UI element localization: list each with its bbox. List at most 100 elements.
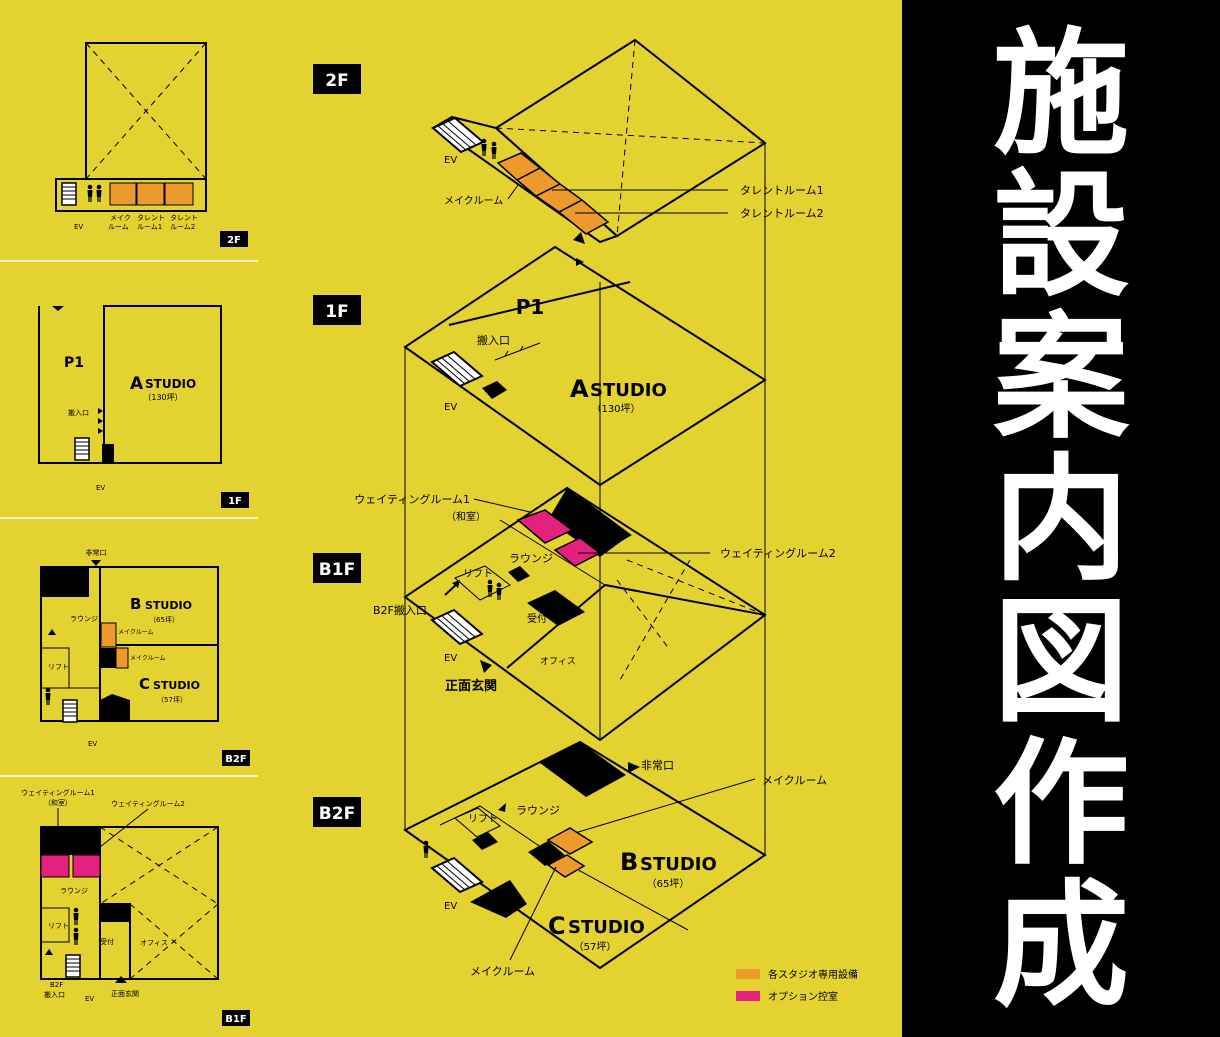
vertical-guides xyxy=(404,143,766,855)
make-room-bottom-label: メイクルーム xyxy=(470,965,535,978)
emergency-arrow-icon xyxy=(91,560,101,566)
loading-arrows xyxy=(98,408,103,434)
waiting-room-1 xyxy=(516,509,574,544)
iso-floor-tags: 2F 1F B1F B2F xyxy=(313,64,361,827)
studio-a-word: STUDIO xyxy=(145,377,196,391)
studio-c-letter: C xyxy=(548,912,566,940)
lounge-label: ラウンジ xyxy=(516,804,560,817)
plan-b1f: ウェイティングルーム1 （和室） ウェイティングルーム2 ラウンジ リフト 受付… xyxy=(21,788,250,1026)
ev-label: EV xyxy=(85,995,94,1003)
talent2-label-2: ルーム2 xyxy=(170,223,195,231)
ev-label: EV xyxy=(444,901,457,912)
stairs-icon xyxy=(431,609,483,645)
iso-b1f: ウェイティングルーム1 （和室） ラウンジ ウェイティングルーム2 リフト B2… xyxy=(354,486,836,742)
lounge-label: ラウンジ xyxy=(60,887,88,895)
loading-label: 搬入口 xyxy=(477,333,510,347)
iso-tag-b2f: B2F xyxy=(319,804,355,824)
legend-option-label: オプション控室 xyxy=(768,990,838,1003)
studio-c-letter: C xyxy=(139,675,150,693)
emergency-arrow-icon xyxy=(628,762,640,773)
page-title: 施 設 案 内 図 作 成 xyxy=(902,24,1220,1018)
reception-label: 受付 xyxy=(100,937,114,946)
talent1-label-2: ルーム1 xyxy=(137,223,162,231)
stairs-icon xyxy=(62,699,78,723)
ev-label: EV xyxy=(88,740,97,748)
studio-c-size: （57坪） xyxy=(157,696,187,704)
lift-label: リフト xyxy=(468,814,498,825)
stairs-icon xyxy=(431,351,483,387)
waiting2-label: ウェイティングルーム2 xyxy=(111,799,185,808)
studio-b-word: STUDIO xyxy=(145,599,192,612)
studio-c-word: STUDIO xyxy=(153,679,200,692)
stairs-icon xyxy=(61,182,77,206)
front-entrance-label: 正面玄関 xyxy=(111,989,139,998)
title-char: 施 xyxy=(993,16,1129,174)
studio-c-word: STUDIO xyxy=(568,917,645,938)
make-room-top-label: メイクルーム xyxy=(762,774,827,787)
iso-tag-b1f: B1F xyxy=(319,560,355,580)
lounge-label: ラウンジ xyxy=(70,615,98,623)
lift-label: リフト xyxy=(48,663,69,671)
talent-room-2 xyxy=(164,182,194,206)
legend: 各スタジオ専用設備 オプション控室 xyxy=(736,968,858,1003)
loading-arrow-icon xyxy=(45,949,53,955)
studio-b-size: （65坪） xyxy=(149,616,179,624)
talent-room-1 xyxy=(136,182,165,206)
title-char: 成 xyxy=(993,868,1129,1026)
ev-label: EV xyxy=(444,155,457,166)
make-label: メイク xyxy=(110,214,131,222)
plan-1f-tag: 1F xyxy=(228,496,242,507)
studio-a-word: STUDIO xyxy=(590,380,667,401)
title-char: 図 xyxy=(993,584,1129,742)
waiting-room-2 xyxy=(72,854,101,878)
iso-tag-1f: 1F xyxy=(325,302,348,322)
reception-label: 受付 xyxy=(527,612,547,625)
talent2-label: タレント xyxy=(170,213,198,222)
iso-tag-2f: 2F xyxy=(325,71,348,91)
loading-label-b: 搬入口 xyxy=(44,990,65,999)
iso-2f: EV メイクルーム タレントルーム1 タレントルーム2 xyxy=(431,38,824,266)
make-label-2: メイクルーム xyxy=(130,655,166,662)
loading-label: 搬入口 xyxy=(68,408,89,417)
title-char: 案 xyxy=(993,300,1129,458)
emergency-label: 非常口 xyxy=(86,548,107,557)
loading-label: B2F搬入口 xyxy=(373,603,427,617)
studio-b-word: STUDIO xyxy=(640,854,717,875)
plan-dividers xyxy=(0,260,258,777)
plan-1f: P1 A STUDIO （130坪） 搬入口 EV 1F xyxy=(38,305,249,508)
studio-c-size: （57坪） xyxy=(574,940,617,953)
talent-room-2-label: タレントルーム2 xyxy=(740,207,824,220)
waiting-room-1-label: ウェイティングルーム1 xyxy=(354,492,470,506)
office-label: オフィス xyxy=(140,939,168,947)
studio-a-size: （130坪） xyxy=(591,402,640,415)
lift-label: リフト xyxy=(48,922,69,930)
ev-label: EV xyxy=(444,653,457,664)
waiting1-label: ウェイティングルーム1 xyxy=(21,788,95,797)
title-char: 内 xyxy=(993,442,1129,600)
studio-a-size: （130坪） xyxy=(143,393,182,402)
plan-b1f-tag: B1F xyxy=(225,1014,246,1025)
legend-swatch-studio xyxy=(736,969,760,979)
talent1-label: タレント xyxy=(137,213,165,222)
p1-label: P1 xyxy=(516,295,545,319)
lounge-label: ラウンジ xyxy=(509,552,553,565)
waiting-room-2-label: ウェイティングルーム2 xyxy=(720,546,836,560)
stairs-icon xyxy=(74,437,90,461)
entry-arrow-icon xyxy=(52,306,64,311)
studio-b-letter: B xyxy=(620,848,638,876)
entry-arrow-icon xyxy=(480,660,492,673)
toilet-icon xyxy=(422,840,430,859)
studio-b-size: （65坪） xyxy=(647,877,690,890)
front-entrance-label: 正面玄関 xyxy=(445,678,497,694)
title-char: 作 xyxy=(993,726,1129,884)
title-char: 設 xyxy=(993,158,1129,316)
toilet-icon xyxy=(44,687,52,706)
talent-room-1-label: タレントルーム1 xyxy=(740,184,824,197)
stairs-icon xyxy=(431,857,483,893)
loading-label-a: B2F xyxy=(50,981,63,989)
waiting-room-1-jp: （和室） xyxy=(446,510,486,523)
ev-label: EV xyxy=(74,223,83,231)
lift-label: リフト xyxy=(463,569,493,580)
emergency-label: 非常口 xyxy=(641,759,674,772)
